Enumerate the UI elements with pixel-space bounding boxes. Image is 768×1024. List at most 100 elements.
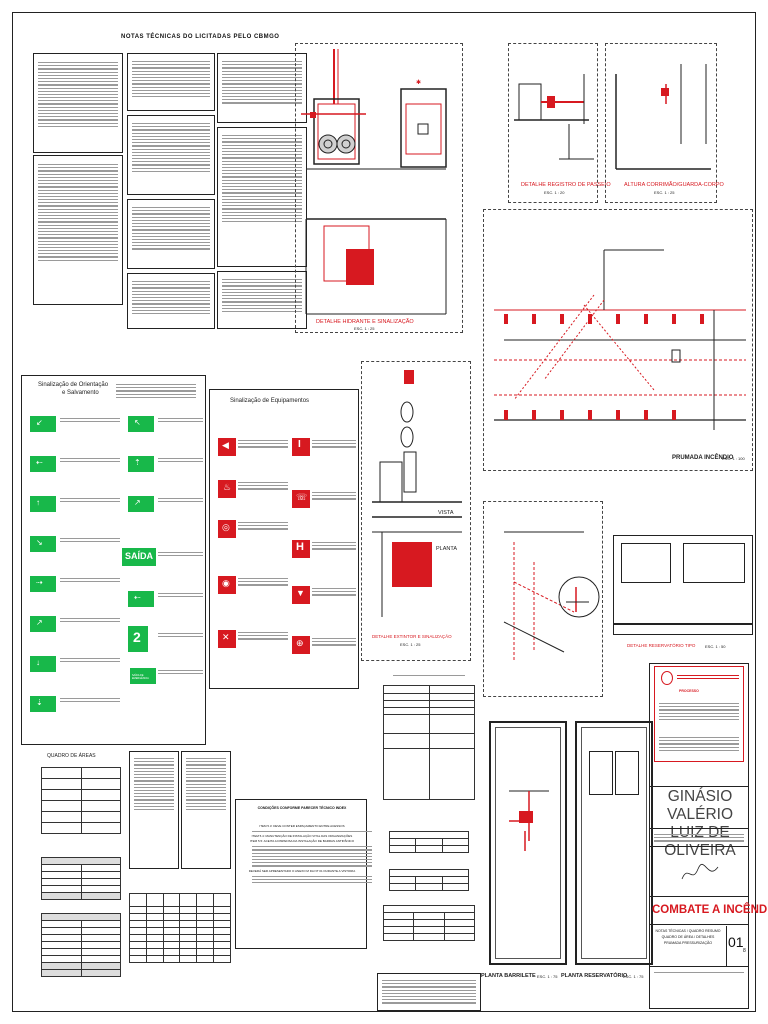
hydrant-caption: DETALHE HIDRANTE E SINALIZAÇÃO (316, 319, 414, 325)
notes-box-9 (217, 271, 307, 329)
guardrail-drawing (615, 64, 711, 170)
legal-note-box (377, 973, 481, 1011)
exit-sign-left-6: ↗ (30, 616, 56, 632)
notes-box-6 (127, 273, 215, 329)
attic-plan-outer-wall (489, 721, 567, 965)
attic-plan-label: PLANTA BARRILETE (481, 973, 536, 979)
population-table (41, 857, 121, 900)
center-tables (377, 673, 481, 1013)
project-name: GINÁSIO VALÉRIO LUIZ DE OLIVEIRA (654, 788, 746, 860)
reservoir-tank-1 (621, 543, 671, 583)
guardrail-scale: ESC. 1 : 25 (654, 190, 675, 195)
notes-box-2 (33, 155, 123, 305)
hydrant-detail: ✱ DETALHE HIDRANTE E SINALIZAÇÃO ESC. 1 … (295, 43, 463, 333)
exit-sign-small: SAÍDA DE EMERGÊNCIA (130, 668, 156, 684)
pipe-isometric (483, 501, 603, 697)
guardrail-caption: ALTURA CORRIMÃO/GUARDA-CORPO (624, 182, 724, 188)
orientation-title-2: e Salvamento (62, 390, 99, 396)
signatures-table (388, 831, 470, 853)
svg-text:✱: ✱ (416, 79, 421, 86)
condition-4: DEVERÁ SER APRESENTADO O ANEXO M DA NT 0… (248, 868, 356, 873)
valve-drawing (514, 74, 594, 160)
approval-seal-icon (661, 671, 673, 685)
approval-stamp-text: PROCESSO (679, 689, 699, 693)
exit-sign-left-4: ↘ (30, 536, 56, 552)
exit-calculation-table (129, 893, 231, 963)
extinguisher-detail: VISTA PLANTA DETALHE EXTINTOR E SINALIZA… (361, 361, 471, 661)
exit-sign-right-1: ↖ (128, 416, 154, 432)
extinguisher-scale: ESC. 1 : 25 (400, 642, 421, 647)
attic-plan-inner-wall (495, 727, 561, 959)
technical-notes-section: NOTAS TÉCNICAS DO LICITADAS PELO CBMGO (31, 31, 309, 331)
exit-sign-left-3: ↑ (30, 496, 56, 512)
valve-sign: ⊕ (292, 636, 310, 654)
approval-table (383, 685, 475, 800)
valve-scale: ESC. 1 : 20 (544, 190, 565, 195)
hydrant-calc-table (388, 869, 470, 891)
equipment-signage: Sinalização de Equipamentos ◀ ♨ ◎ ◉ ✕ I … (209, 389, 359, 689)
discipline-label: COMBATE A INCÊNDIO (652, 904, 768, 916)
exit-sign-left-8: ⇣ (30, 696, 56, 712)
title-divider-5 (650, 924, 748, 925)
notes-box-5 (127, 199, 215, 269)
valve-detail: DETALHE REGISTRO DE PASSEIO ESC. 1 : 20 (508, 43, 611, 203)
condition-1: ITEM 5.3: DEVE CONTER ESPAÇAMENTO ENTRE … (259, 824, 345, 828)
extinguisher-caption: DETALHE EXTINTOR E SINALIZAÇÃO (372, 634, 452, 639)
fire-alarm-sign: ◀ (218, 438, 236, 456)
hose-reel-sign: ◎ (218, 520, 236, 538)
exit-sign-number-text: 2 (133, 629, 141, 645)
hydrant-h-sign: H (292, 540, 310, 558)
sheet-description-line-2: QUADRO DE ÁREA / DETALHES (661, 935, 715, 939)
tank-compartment-2 (615, 751, 639, 795)
riser-caption: PRUMADA INCÊNDIO (672, 455, 734, 461)
notes-box-1 (33, 53, 123, 153)
title-divider-7 (650, 966, 748, 967)
exit-sign-left-1: ↙ (30, 416, 56, 432)
title-block: PROCESSO GINÁSIO VALÉRIO LUIZ DE OLIVEIR… (649, 663, 768, 1009)
condition-2: ITEM 5.4: MANUTENÇÃO DE INSTALAÇÃO VITAL… (251, 834, 353, 839)
reservoir-scale: ESC. 1 : 50 (705, 644, 726, 649)
tank-plan-outer-wall (575, 721, 653, 965)
extinguisher-view-label: VISTA (438, 510, 454, 516)
title-divider-2 (650, 828, 748, 829)
notes-box-7 (217, 53, 307, 123)
exit-sign-saida-text: SAÍDA (125, 551, 154, 561)
exit-sign-right-5: ⇠ (128, 591, 154, 607)
riser-scale: ESC. 1 : 100 (722, 456, 745, 461)
reservoir-floor (613, 623, 753, 625)
pipe-isometric-drawing (503, 531, 600, 662)
exit-sign-left-5: ⇢ (30, 576, 56, 592)
conditions-title: CONDIÇÕES CONFORME PARECER TÉCNICO INDEX (257, 806, 347, 810)
reservoir-detail: DETALHE RESERVATÓRIO TIPO ESC. 1 : 50 (613, 525, 753, 665)
conditions-box: CONDIÇÕES CONFORME PARECER TÉCNICO INDEX… (235, 799, 372, 949)
hydrant-sign: ◉ (218, 576, 236, 594)
sizing-notes (129, 751, 231, 871)
reservoir-caption: DETALHE RESERVATÓRIO TIPO (627, 643, 696, 648)
tank-compartment-1 (589, 751, 613, 795)
orientation-title-1: Sinalização de Orientação (38, 382, 109, 388)
sheet-description-line-1: NOTAS TÉCNICAS / QUADRO RESUMO (655, 929, 721, 933)
area-table-title: QUADRO DE ÁREAS (47, 753, 96, 759)
tank-plan (575, 721, 653, 965)
approval-stamp: PROCESSO (654, 666, 744, 762)
sheet-total: 8 (743, 948, 746, 954)
exit-sign-saida: SAÍDA (122, 548, 156, 566)
exit-sign-right-3: ↗ (128, 496, 154, 512)
notes-box-8 (217, 127, 307, 267)
notes-box-3 (127, 53, 215, 111)
tank-plan-inner-wall (581, 727, 647, 959)
sprinkler-sign: ▼ (292, 586, 310, 604)
project-name-line-1: GINÁSIO VALÉRIO (666, 788, 734, 823)
phone-sign: ☏ (292, 490, 310, 508)
extinguisher-qty-table (382, 905, 476, 941)
exit-sign-right-2: ⇡ (128, 456, 154, 472)
sheet-number: 01 (728, 934, 744, 950)
valve-caption: DETALHE REGISTRO DE PASSEIO (521, 182, 611, 188)
extinguisher-drawing (372, 370, 462, 617)
sheet-description: NOTAS TÉCNICAS / QUADRO RESUMO QUADRO DE… (654, 928, 722, 946)
tank-plan-label: PLANTA RESERVATÓRIO (561, 973, 628, 979)
area-table (41, 767, 121, 834)
attic-plan-piping (509, 790, 549, 851)
riser-diagram: PRUMADA INCÊNDIO ESC. 1 : 100 (483, 209, 753, 471)
notes-box-4 (127, 115, 215, 195)
